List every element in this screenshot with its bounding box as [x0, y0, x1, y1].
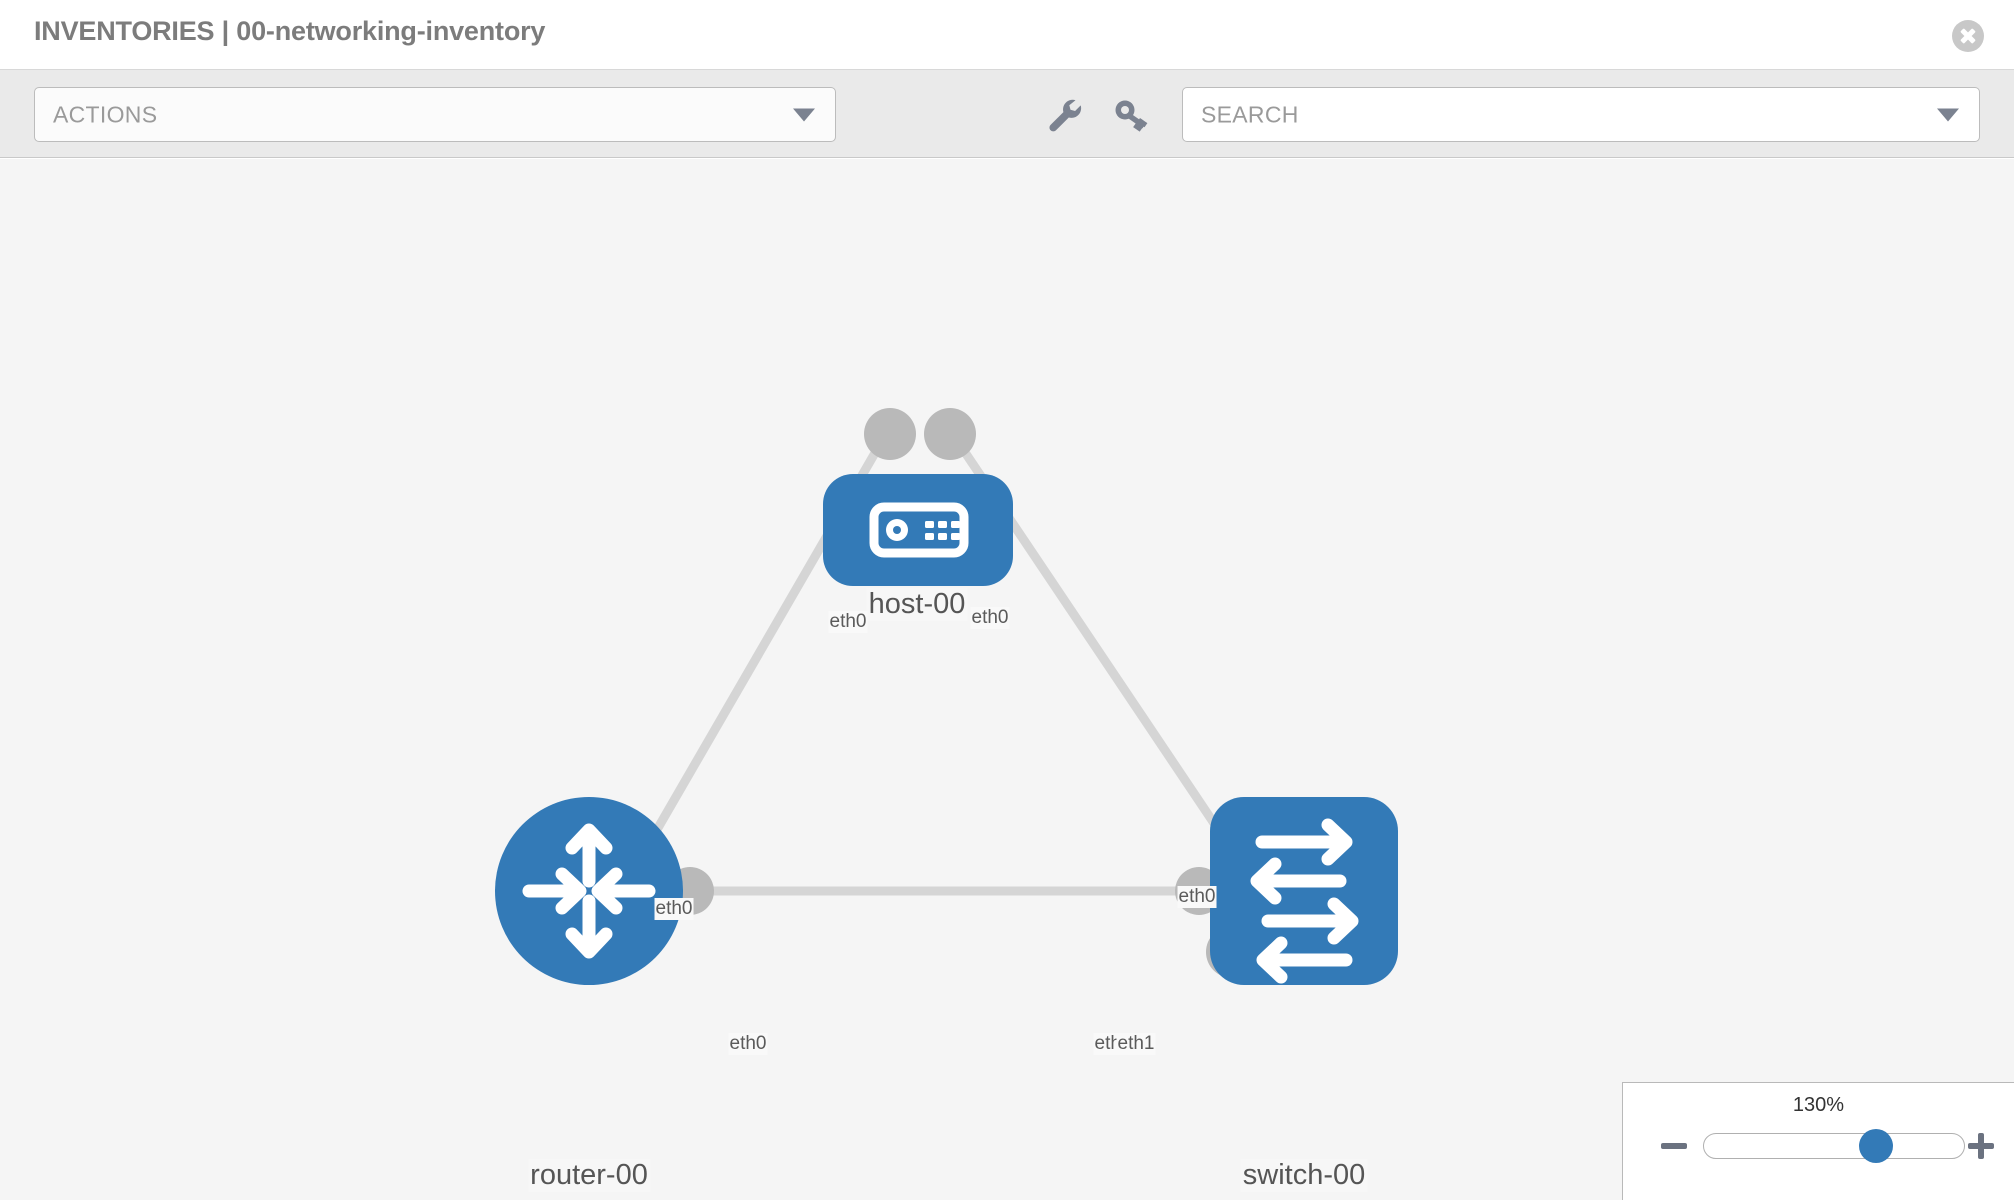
actions-dropdown[interactable]: ACTIONS — [34, 87, 836, 142]
zoom-slider-thumb[interactable] — [1858, 1129, 1893, 1163]
node-label-router-00: router-00 — [528, 1159, 650, 1192]
server-icon — [869, 502, 969, 558]
node-label-host-00: host-00 — [866, 588, 968, 621]
toolbar: ACTIONS SEARCH — [0, 70, 2014, 158]
topology-canvas[interactable]: host-00 router-00 switch-00 eth0 eth0 et… — [0, 159, 2014, 1200]
server-icon-details — [886, 519, 960, 541]
port-label-host00-to-switch00: eth0 — [970, 607, 1010, 629]
node-host-00[interactable] — [823, 474, 1013, 586]
zoom-in-button[interactable] — [1966, 1131, 1996, 1161]
port-label-host00-to-router00: eth0 — [828, 611, 868, 633]
close-icon[interactable] — [1952, 20, 1984, 52]
node-switch-00[interactable] — [1210, 797, 1398, 985]
zoom-level-label: 130% — [1792, 1094, 1845, 1116]
plus-icon — [1978, 1133, 1984, 1159]
router-arrows-icon — [522, 823, 656, 959]
zoom-slider[interactable] — [1703, 1129, 1965, 1163]
port-host00-eth0-right[interactable] — [924, 408, 976, 460]
title-bar: INVENTORIES | 00-networking-inventory — [0, 0, 2014, 70]
zoom-out-button[interactable] — [1659, 1131, 1689, 1161]
search-input[interactable]: SEARCH — [1182, 87, 1980, 142]
chevron-down-icon — [793, 108, 815, 121]
minus-icon — [1661, 1143, 1687, 1149]
topology-graph — [495, 408, 1398, 985]
wrench-icon[interactable] — [1042, 96, 1086, 136]
port-label-switch00-eth1: eth1 — [1116, 1033, 1156, 1055]
port-host00-eth0-left[interactable] — [864, 408, 916, 460]
switch-arrows-icon — [1250, 818, 1359, 984]
search-input-placeholder: SEARCH — [1201, 101, 1299, 127]
page-title: INVENTORIES | 00-networking-inventory — [34, 16, 546, 46]
port-label-router00-eth0: eth0 — [728, 1033, 768, 1055]
key-icon[interactable] — [1110, 96, 1154, 136]
node-router-00[interactable] — [495, 797, 683, 985]
port-label-switch00-to-host00: eth0 — [1177, 886, 1217, 908]
port-label-router00-to-host00: eth0 — [654, 898, 694, 920]
actions-dropdown-label: ACTIONS — [53, 101, 158, 127]
node-label-switch-00: switch-00 — [1240, 1159, 1368, 1192]
zoom-control-panel: 130% — [1622, 1082, 2014, 1200]
chevron-down-icon[interactable] — [1937, 108, 1959, 121]
